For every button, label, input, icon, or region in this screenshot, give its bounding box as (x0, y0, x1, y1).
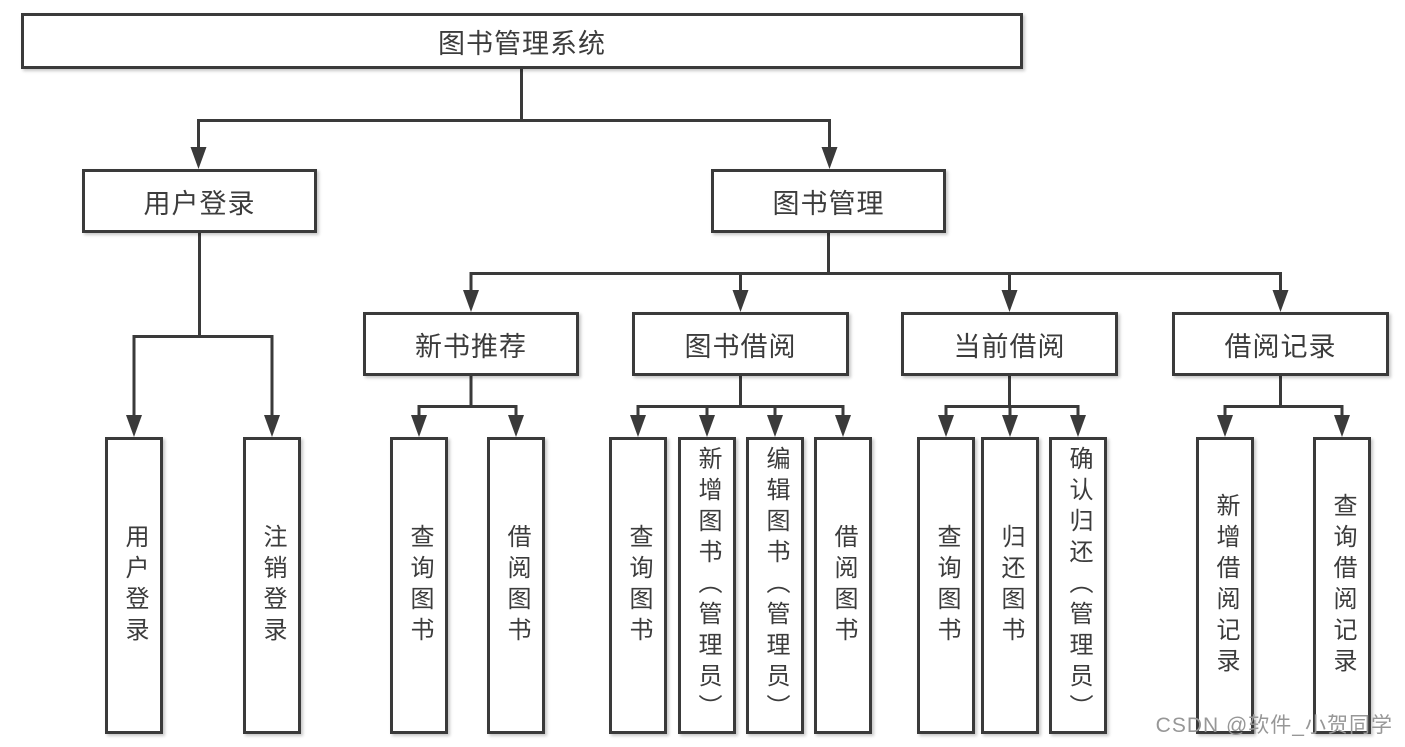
node-new-book-recommend: 新书推荐 (363, 312, 579, 376)
leaf-return-books: 归还图书 (981, 437, 1039, 734)
node-label: 确认归还（管理员） (1065, 446, 1092, 725)
arrow-down-icon (126, 415, 142, 437)
arrow-down-icon (411, 415, 427, 437)
node-label: 借阅记录 (1224, 331, 1337, 362)
node-label: 查询图书 (406, 523, 433, 648)
watermark-text: CSDN @软件_小贺同学 (1155, 714, 1393, 737)
node-label: 新增借阅记录 (1212, 492, 1239, 679)
node-user-login: 用户登录 (82, 169, 317, 233)
node-book-borrow: 图书借阅 (632, 312, 849, 376)
arrow-down-icon (732, 290, 749, 312)
leaf-edit-book-admin: 编辑图书（管理员） (746, 437, 804, 734)
connector-book-management (469, 231, 1282, 297)
arrow-down-icon (1217, 415, 1233, 437)
arrow-down-icon (264, 415, 280, 437)
arrow-down-icon (190, 147, 207, 169)
node-label: 用户登录 (121, 523, 148, 648)
node-current-borrow: 当前借阅 (901, 312, 1118, 376)
node-label: 借阅图书 (830, 523, 857, 648)
node-label: 查询借阅记录 (1329, 492, 1356, 679)
leaf-confirm-return-admin: 确认归还（管理员） (1049, 437, 1107, 734)
leaf-query-borrow-record: 查询借阅记录 (1313, 437, 1371, 734)
connector-borrow-records (1223, 374, 1344, 422)
node-label: 新书推荐 (415, 331, 527, 362)
leaf-borrow-books-recommend: 借阅图书 (487, 437, 545, 734)
node-label: 归还图书 (997, 523, 1024, 648)
leaf-user-login: 用户登录 (105, 437, 163, 734)
node-label: 借阅图书 (503, 523, 530, 648)
node-label: 用户登录 (143, 188, 256, 219)
node-borrow-records: 借阅记录 (1172, 312, 1389, 376)
arrow-down-icon (463, 290, 479, 312)
node-label: 查询图书 (933, 523, 960, 648)
connector-root (197, 67, 831, 154)
arrow-down-icon (938, 415, 954, 437)
node-label: 查询图书 (625, 523, 652, 648)
arrow-down-icon (767, 415, 783, 437)
leaf-query-books-borrow: 查询图书 (609, 437, 667, 734)
connector-current-borrow (944, 374, 1080, 422)
arrow-down-icon (1001, 290, 1018, 312)
arrow-down-icon (630, 415, 646, 437)
leaf-add-book-admin: 新增图书（管理员） (678, 437, 736, 734)
leaf-query-books-recommend: 查询图书 (390, 437, 448, 734)
arrowhead-group (126, 147, 1350, 437)
arrow-down-icon (1272, 290, 1289, 312)
arrow-down-icon (821, 147, 838, 169)
node-label: 新增图书（管理员） (694, 446, 721, 725)
arrow-down-icon (699, 415, 715, 437)
connector-user-login (132, 231, 274, 422)
node-label: 编辑图书（管理员） (762, 446, 789, 725)
node-label: 图书管理系统 (438, 28, 606, 59)
arrow-down-icon (1334, 415, 1350, 437)
connector-book-borrow (636, 374, 845, 422)
node-book-management: 图书管理 (711, 169, 946, 233)
arrow-down-icon (508, 415, 524, 437)
node-library-management-system: 图书管理系统 (21, 13, 1023, 69)
arrow-down-icon (1070, 415, 1086, 437)
leaf-logout: 注销登录 (243, 437, 301, 734)
connector-line-group (132, 67, 1344, 422)
node-label: 图书借阅 (684, 331, 797, 362)
leaf-borrow-books: 借阅图书 (814, 437, 872, 734)
arrow-down-icon (835, 415, 851, 437)
connector-new-book (417, 374, 518, 422)
node-label: 当前借阅 (953, 331, 1066, 362)
leaf-query-books-current: 查询图书 (917, 437, 975, 734)
node-label: 注销登录 (259, 523, 286, 648)
arrow-down-icon (1002, 415, 1018, 437)
node-label: 图书管理 (772, 188, 885, 219)
leaf-add-borrow-record: 新增借阅记录 (1196, 437, 1254, 734)
